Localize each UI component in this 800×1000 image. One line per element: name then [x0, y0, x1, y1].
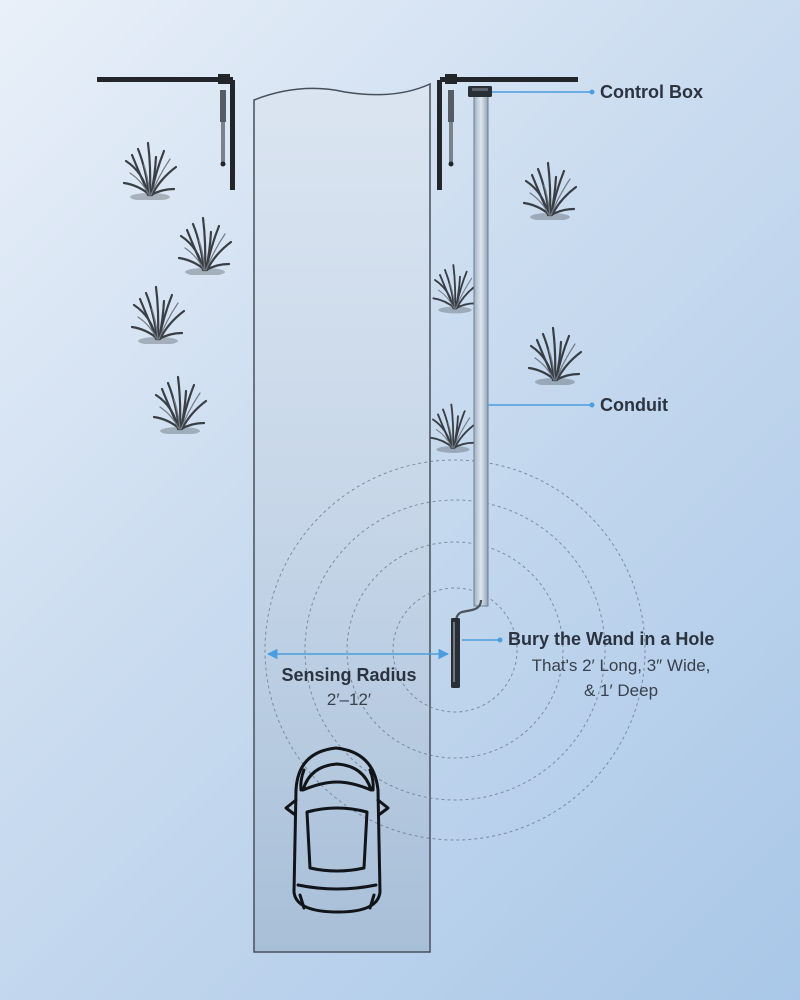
wand — [451, 618, 460, 688]
car-icon — [284, 746, 390, 914]
wand-title: Bury the Wand in a Hole — [508, 629, 715, 649]
leader-lines — [462, 89, 595, 643]
sensing-radius-title: Sensing Radius — [281, 665, 417, 685]
conduit — [454, 95, 489, 623]
right-gate — [437, 74, 578, 190]
conduit-label: Conduit — [600, 395, 668, 415]
sensing-radius-range: 2′–12′ — [326, 690, 372, 709]
wand-dimensions-line2: & 1′ Deep — [583, 681, 659, 700]
wand-dimensions-line1: That's 2′ Long, 3″ Wide, — [531, 656, 711, 675]
driveway — [253, 82, 431, 953]
control-box — [468, 86, 492, 97]
control-box-label: Control Box — [600, 82, 703, 102]
left-gate — [97, 74, 235, 190]
